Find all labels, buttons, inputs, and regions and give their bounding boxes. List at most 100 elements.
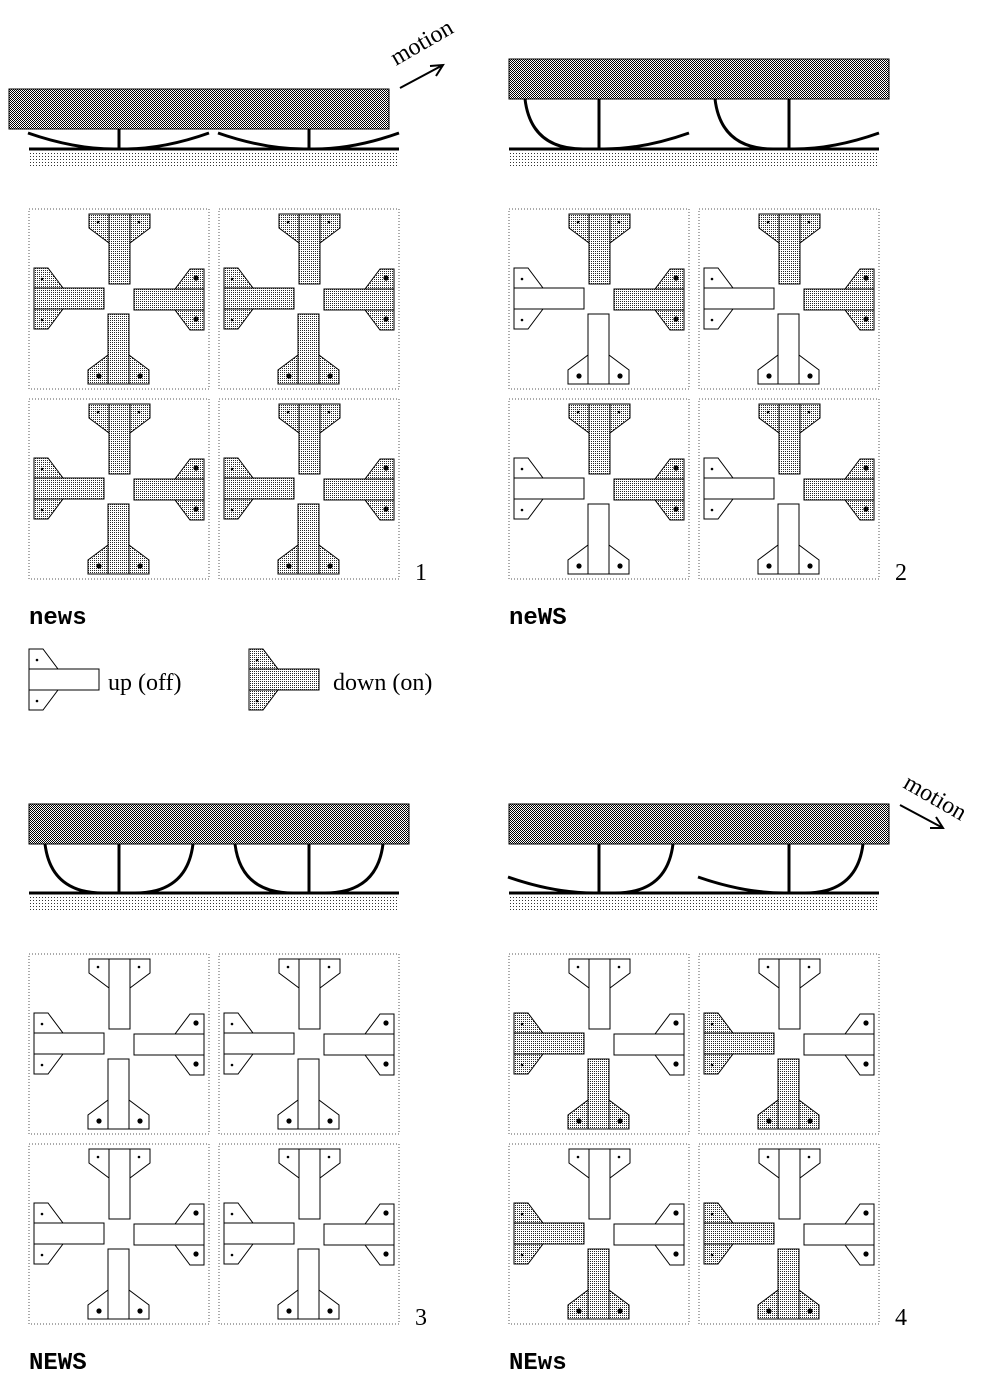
bolt-icon	[327, 1155, 331, 1159]
side-leg-left	[233, 843, 294, 895]
bolt-icon	[766, 563, 772, 569]
leg-e-down	[323, 458, 395, 521]
cell-border	[698, 953, 880, 1135]
cell-border	[508, 398, 690, 580]
leg-s-up	[87, 1058, 150, 1130]
side-leg-right	[123, 131, 210, 151]
bolt-icon	[137, 220, 141, 224]
ground	[29, 151, 399, 168]
platform-body	[508, 58, 890, 100]
leg-w-up	[703, 457, 775, 520]
cell-border	[698, 208, 880, 390]
bolt-icon	[766, 1308, 772, 1314]
leg-e-down	[803, 268, 875, 331]
bolt-icon	[576, 563, 582, 569]
bolt-icon	[863, 316, 869, 322]
leg-w-up	[33, 1012, 105, 1075]
bolt-icon	[710, 508, 714, 512]
motion-label: motion	[386, 15, 458, 72]
bolt-icon	[96, 373, 102, 379]
bolt-icon	[327, 563, 333, 569]
panel-state-label: news	[29, 605, 87, 632]
leg-w-down	[248, 648, 320, 711]
bolt-icon	[230, 467, 234, 471]
panel-number: 4	[895, 1305, 907, 1331]
foot-cell	[508, 398, 690, 580]
side-leg-right	[603, 131, 690, 151]
bolt-icon	[673, 1020, 679, 1026]
bolt-icon	[766, 410, 770, 414]
leg-n-up	[278, 958, 341, 1030]
leg-w-up	[223, 1012, 295, 1075]
foot-cell	[28, 208, 210, 390]
leg-n-up	[88, 958, 151, 1030]
legend-down	[248, 648, 320, 711]
leg-w-up	[33, 1202, 105, 1265]
bolt-icon	[137, 1155, 141, 1159]
bolt-icon	[807, 1308, 813, 1314]
bolt-icon	[137, 563, 143, 569]
bolt-icon	[286, 1155, 290, 1159]
bolt-icon	[863, 275, 869, 281]
ground	[509, 151, 879, 168]
legend-up	[28, 648, 100, 711]
leg-e-up	[613, 1203, 685, 1266]
bolt-icon	[576, 1308, 582, 1314]
bolt-icon	[807, 1155, 811, 1159]
cell-border	[698, 1143, 880, 1325]
foot-cell	[698, 208, 880, 390]
bolt-icon	[137, 965, 141, 969]
bolt-icon	[383, 1061, 389, 1067]
leg-s-up	[277, 1058, 340, 1130]
bolt-icon	[576, 220, 580, 224]
bolt-icon	[96, 965, 100, 969]
leg-n-up	[758, 1148, 821, 1220]
leg-w-down	[703, 1012, 775, 1075]
bolt-icon	[193, 1251, 199, 1257]
leg-w-up	[513, 457, 585, 520]
motion-arrow-icon	[899, 804, 945, 829]
bolt-icon	[576, 1118, 582, 1124]
foot-cell	[698, 1143, 880, 1325]
leg-s-down	[757, 1248, 820, 1320]
bolt-icon	[807, 410, 811, 414]
leg-e-down	[803, 458, 875, 521]
side-leg-left	[713, 98, 774, 151]
leg-e-up	[803, 1203, 875, 1266]
bolt-icon	[710, 1063, 714, 1067]
leg-w-down	[33, 457, 105, 520]
leg-n-down	[278, 213, 341, 285]
bolt-icon	[617, 220, 621, 224]
bolt-icon	[193, 275, 199, 281]
panel-state-label: NEws	[509, 1350, 567, 1377]
leg-e-up	[133, 1013, 205, 1076]
motion-arrow-icon	[399, 63, 445, 89]
bolt-icon	[137, 1118, 143, 1124]
foot-cell	[218, 208, 400, 390]
leg-s-down	[277, 503, 340, 575]
bolt-icon	[286, 563, 292, 569]
leg-n-up	[568, 958, 631, 1030]
leg-n-down	[758, 403, 821, 475]
leg-n-up	[568, 1148, 631, 1220]
leg-w-down	[513, 1012, 585, 1075]
side-leg-right	[324, 843, 385, 895]
bolt-icon	[255, 699, 259, 703]
leg-w-down	[223, 267, 295, 330]
leg-s-down	[567, 1248, 630, 1320]
bolt-icon	[766, 373, 772, 379]
bolt-icon	[193, 1210, 199, 1216]
side-leg-left	[523, 98, 584, 151]
side-leg-left	[27, 131, 115, 151]
bolt-icon	[96, 220, 100, 224]
bolt-icon	[286, 373, 292, 379]
side-leg-left	[697, 875, 785, 895]
bolt-icon	[520, 277, 524, 281]
legend-down-label: down (on)	[333, 670, 432, 696]
cell-border	[28, 953, 210, 1135]
side-leg-left	[43, 843, 104, 895]
leg-s-up	[567, 503, 630, 575]
bolt-icon	[520, 1253, 524, 1257]
cell-border	[218, 398, 400, 580]
